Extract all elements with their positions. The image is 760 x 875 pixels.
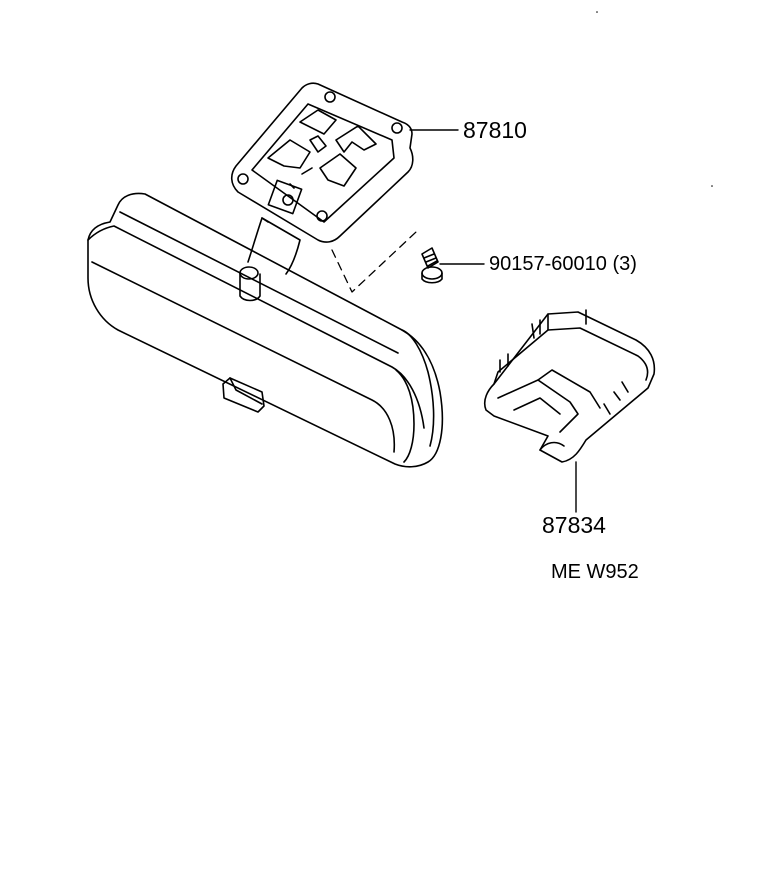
callout-87834: 87834 <box>542 512 606 538</box>
mirror-cover <box>485 310 655 462</box>
callout-screw: 90157-60010 (3) <box>489 253 637 275</box>
callout-87810: 87810 <box>463 117 527 143</box>
mirror-body <box>88 193 442 466</box>
alignment-dashed-line <box>332 232 416 292</box>
drawing-code: ME W952 <box>551 561 639 583</box>
mirror-bracket <box>232 83 413 242</box>
screw <box>422 248 442 283</box>
mirror-stem <box>240 218 300 301</box>
